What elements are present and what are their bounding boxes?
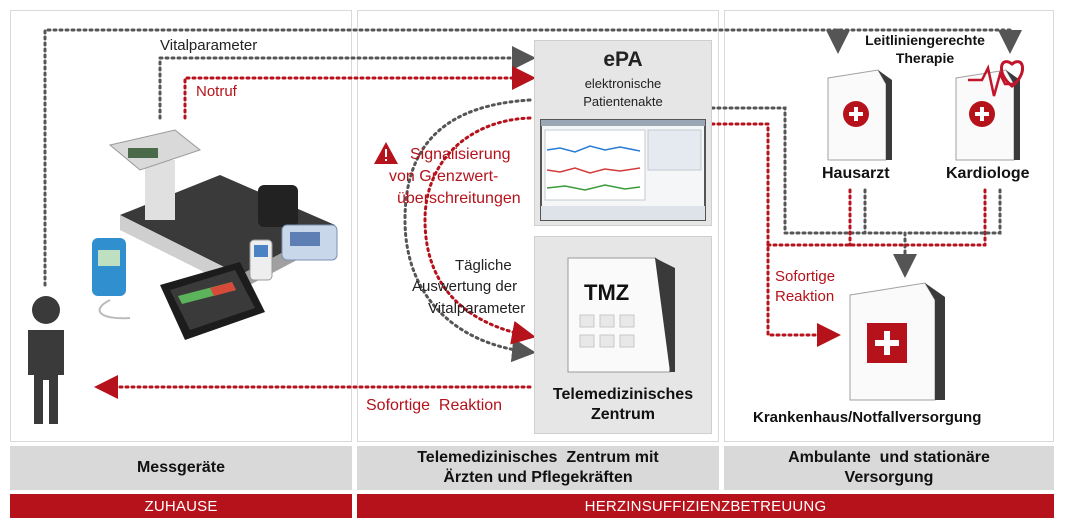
footer-versorgung: Ambulante und stationäre Versorgung — [724, 446, 1054, 490]
hausarzt-building-icon — [827, 69, 892, 161]
label-signalisierung-1: Signalisierung — [410, 146, 511, 163]
footer-versorgung-line2: Versorgung — [844, 469, 934, 486]
footer-tmz-line1: Telemedizinisches Zentrum mit — [417, 449, 659, 466]
label-sofortige-reaktion-right-2: Reaktion — [775, 288, 835, 305]
label-hausarzt: Hausarzt — [822, 165, 890, 182]
arrow-grenzwert — [423, 116, 536, 345]
redbar-zuhause-label: ZUHAUSE — [144, 497, 218, 515]
redbar-zuhause: ZUHAUSE — [10, 494, 352, 518]
tmz-building-label: TMZ — [584, 280, 630, 305]
arrow-vitalparameter — [158, 46, 536, 120]
arrow-epa-to-hospital-red — [710, 122, 841, 347]
label-taegliche-2: Auswertung der — [412, 278, 518, 295]
arrow-notruf — [183, 66, 536, 120]
label-sofortige-reaktion-right-1: Sofortige — [775, 268, 836, 285]
tmz-caption-2: Zentrum — [591, 406, 655, 423]
label-kardiologe: Kardiologe — [946, 165, 1030, 182]
label-taegliche-3: Vitalparameter — [428, 300, 526, 317]
tmz-caption-1: Telemedizinisches — [552, 386, 694, 403]
footer-messgeraete-label: Messgeräte — [136, 459, 226, 476]
label-taegliche-1: Tägliche — [455, 257, 512, 274]
footer-tmz-line2: Ärzten und Pflegekräften — [443, 469, 633, 486]
label-signalisierung-2: von Grenzwert- — [389, 168, 499, 185]
therapy-label-2: Therapie — [895, 50, 955, 66]
kardiologe-building-icon — [955, 69, 1020, 161]
epa-subtitle-line1: elektronische — [584, 76, 662, 91]
footer-tmz: Telemedizinisches Zentrum mit Ärzten und… — [357, 446, 719, 490]
arrow-signalisierung — [403, 98, 536, 363]
label-vitalparameter: Vitalparameter — [160, 37, 258, 54]
arrow-person-to-therapy — [43, 28, 1022, 287]
label-krankenhaus: Krankenhaus/Notfallversorgung — [753, 409, 982, 426]
footer-messgeraete: Messgeräte — [10, 446, 352, 490]
redbar-herzinsuffizienz: HERZINSUFFIZIENZBETREUUNG — [357, 494, 1054, 518]
epa-subtitle-line2: Patientenakte — [583, 94, 663, 109]
label-notruf: Notruf — [196, 83, 237, 100]
label-sofortige-reaktion-left: Sofortige Reaktion — [366, 397, 503, 414]
therapy-label-1: Leitliniengerechte — [865, 32, 985, 48]
redbar-herzinsuffizienz-label: HERZINSUFFIZIENZBETREUUNG — [584, 497, 827, 515]
krankenhaus-building-icon — [849, 282, 945, 401]
footer-versorgung-line1: Ambulante und stationäre — [788, 449, 990, 466]
epa-title: ePA — [603, 48, 643, 71]
label-signalisierung-3: überschreitungen — [397, 190, 521, 207]
